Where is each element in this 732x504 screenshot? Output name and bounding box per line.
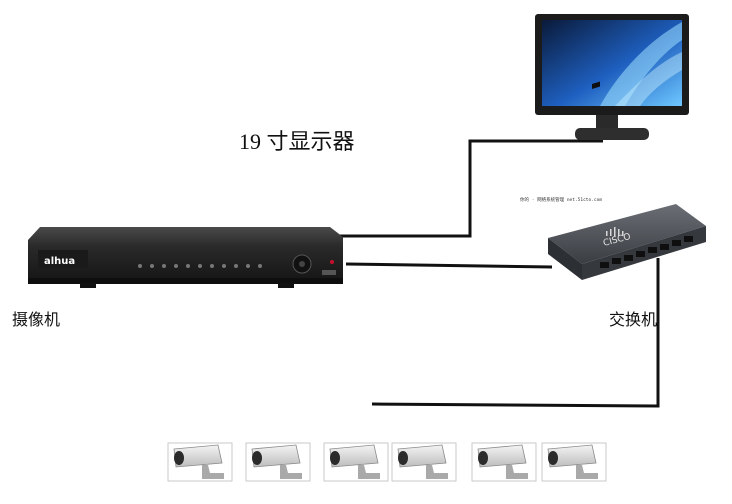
recorder-label: 摄像机	[12, 310, 61, 329]
recorder	[28, 227, 343, 288]
cable-recorder-switch	[345, 262, 553, 269]
watermark-text: 你的 · 网络系统管理 net.51cto.com	[520, 198, 603, 203]
monitor-label: 19 寸显示器	[239, 129, 355, 154]
recorder-brand-logo: alhua	[44, 256, 75, 267]
cable-switch-cameras	[371, 258, 660, 408]
switch-ports	[592, 81, 600, 90]
camera-icon	[323, 442, 389, 482]
recorder-front-buttons	[138, 264, 262, 268]
network-switch	[548, 81, 706, 280]
camera-icon	[391, 442, 457, 482]
cables	[338, 139, 660, 408]
cable-monitor-recorder	[338, 139, 603, 238]
camera-icon	[471, 442, 537, 482]
camera-icon	[245, 442, 311, 482]
camera-icon	[541, 442, 607, 482]
camera-row	[167, 442, 607, 482]
camera-icon	[167, 442, 233, 482]
switch-label: 交换机	[609, 310, 658, 329]
monitor	[535, 14, 689, 140]
